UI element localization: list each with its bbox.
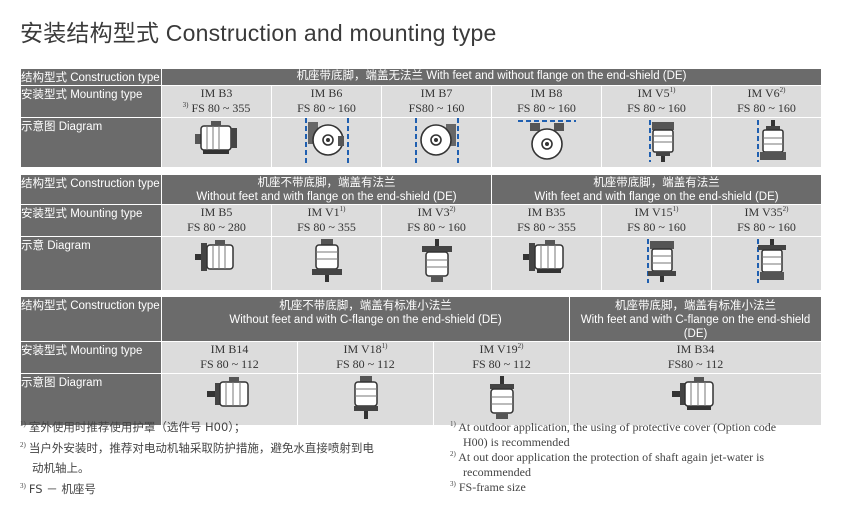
diagram-cell: [601, 236, 712, 291]
vertical-foot-flange-motor-icon: [646, 239, 676, 283]
mounting-type-label: 安装型式 Mounting type: [20, 341, 162, 374]
diagram-cell: [711, 236, 822, 291]
diagram-cell: [432, 373, 571, 426]
frame-size: FS80 ~ 160: [408, 101, 465, 115]
construction-type-label: 结构型式 Construction type: [20, 174, 162, 205]
footnote-text: H00) is recommended: [463, 435, 570, 449]
mounting-cell-v18: IM V181)FS 80 ~ 112: [297, 341, 434, 374]
diagram-cell: [161, 117, 272, 168]
diagram-cell: [271, 236, 382, 291]
diagram-cell: [271, 117, 382, 168]
mounting-type-label: 安装型式 Mounting type: [20, 204, 162, 237]
mounting-cell-v19: IM V192)FS 80 ~ 112: [432, 341, 571, 374]
section-feet-no-flange: 结构型式 Construction type 机座带底脚，端盖无法兰 With …: [20, 68, 822, 168]
ceiling-mounted-motor-icon: [517, 120, 576, 160]
vertical-foot-motor-icon: [756, 120, 786, 162]
footnote-text: 当户外安装时，推荐对电动机轴采取防护措施，避免水直接喷射到电: [28, 441, 374, 455]
page-title: 安装结构型式 Construction and mounting type: [20, 20, 497, 46]
footnote-text: At out door application the protection o…: [458, 450, 765, 464]
wall-mounted-motor-icon: [304, 118, 349, 164]
mounting-name: IM B6: [310, 86, 343, 100]
vertical-flange-motor-icon: [421, 239, 452, 282]
mounting-name: IM B8: [530, 86, 563, 100]
mounting-type-label: 安装型式 Mounting type: [20, 85, 162, 118]
mounting-name: IM V6: [747, 86, 780, 100]
diagram-cell: [161, 236, 272, 291]
footnote-text: At outdoor application, the using of pro…: [458, 420, 777, 434]
diagram-label: 示意图 Diagram: [20, 373, 162, 426]
frame-size: FS 80 ~ 160: [737, 101, 796, 115]
diagram-cell: [161, 373, 298, 426]
footnote-text: 动机轴上。: [32, 461, 90, 475]
c-flange-motor-icon: [206, 377, 249, 407]
mounting-cell-v3: IM V32)FS 80 ~ 160: [381, 204, 492, 237]
mounting-cell-v1: IM V11)FS 80 ~ 355: [271, 204, 382, 237]
vertical-foot-flange-motor-icon: [756, 239, 786, 283]
vertical-flange-motor-icon: [311, 239, 342, 282]
vertical-foot-motor-icon: [648, 120, 674, 162]
foot-mounted-motor-icon: [194, 121, 237, 154]
foot-c-flange-motor-icon: [671, 377, 714, 410]
construction-type-label: 结构型式 Construction type: [20, 296, 162, 342]
frame-size: FS 80 ~ 160: [517, 101, 576, 115]
diagram-cell: [297, 373, 434, 426]
mounting-cell-v35: IM V352)FS 80 ~ 160: [711, 204, 822, 237]
footnote-text: recommended: [463, 465, 531, 479]
diagram-label: 示意图 Diagram: [20, 117, 162, 168]
diagram-cell: [711, 117, 822, 168]
mounting-cell-v5: IM V51)FS 80 ~ 160: [601, 85, 712, 118]
wall-mounted-motor-icon: [414, 118, 459, 164]
diagram-cell: [491, 236, 602, 291]
mounting-name: IM B3: [200, 86, 233, 100]
footnote-text: FS-frame size: [458, 480, 526, 494]
footnotes-en: 1) At outdoor application, the using of …: [450, 420, 777, 494]
frame-size: FS 80 ~ 160: [627, 101, 686, 115]
frame-size: 3) FS 80 ~ 355: [182, 101, 251, 115]
footnotes-cn: 1) 室外使用时推荐使用护罩（选件号 H00）； 2) 当户外安装时，推荐对电动…: [20, 420, 374, 496]
foot-flange-motor-icon: [522, 240, 564, 273]
diagram-cell: [381, 236, 492, 291]
frame-size: FS 80 ~ 160: [297, 101, 356, 115]
diagram-cell: [381, 117, 492, 168]
mounting-name: IM V5: [637, 86, 670, 100]
diagram-cell: [569, 373, 822, 426]
diagram-label: 示意 Diagram: [20, 236, 162, 291]
mounting-cell-v6: IM V62)FS 80 ~ 160: [711, 85, 822, 118]
mounting-name: IM B7: [420, 86, 453, 100]
diagram-cell: [601, 117, 712, 168]
footnote-text: 室外使用时推荐使用护罩（选件号 H00）；: [28, 420, 246, 434]
diagram-cell: [491, 117, 602, 168]
footnote-text: FS － 机座号: [28, 482, 96, 496]
vertical-c-flange-motor-icon: [353, 376, 378, 419]
vertical-c-flange-motor-icon: [489, 376, 514, 419]
flange-motor-icon: [194, 240, 234, 271]
mounting-cell-v15: IM V151)FS 80 ~ 160: [601, 204, 712, 237]
construction-header: 机座带底脚，端盖无法兰 With feet and without flange…: [161, 68, 822, 86]
construction-type-label: 结构型式 Construction type: [20, 68, 162, 86]
